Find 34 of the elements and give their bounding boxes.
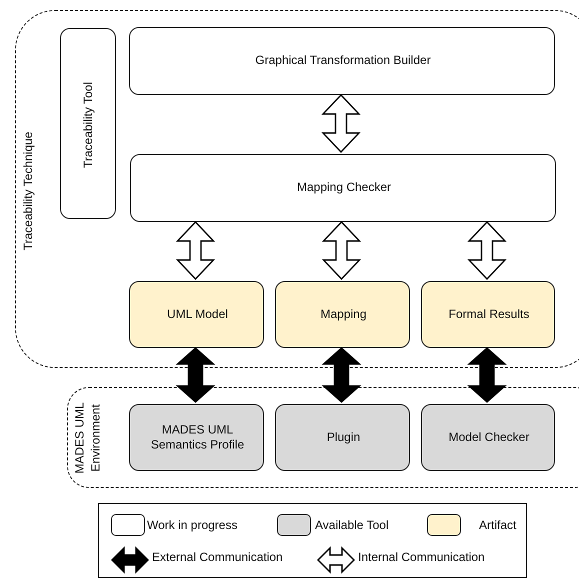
component-label: Traceability Tool [81,80,96,170]
component-label: Model Checker [448,430,530,446]
external-communication-arrow [467,347,507,403]
component-box [129,281,264,348]
external-communication-arrow [176,347,216,403]
component-box [129,404,264,471]
dashed-group-boundary [67,387,579,488]
internal-communication-arrow [176,220,216,280]
group-label: Traceability Technique [21,130,36,252]
component-label: Graphical Transformation Builder [254,53,432,69]
component-box [60,28,116,219]
legend-label: Internal Communication [358,550,485,564]
component-label: MADES UML Semantics Profile [150,422,246,454]
legend-label: External Communication [152,550,283,564]
legend-label: Artifact [479,518,516,532]
legend-label: Available Tool [315,518,389,532]
component-box [421,404,555,471]
component-label: Formal Results [448,306,530,322]
dashed-group-boundary [15,10,579,368]
external-communication-arrow [322,347,362,403]
component-label: Plugin [326,430,362,446]
component-box [129,27,555,95]
component-label: Mapping Checker [296,180,392,196]
component-box [275,281,410,348]
component-box [421,281,555,348]
internal-communication-arrow [321,94,361,154]
component-box [275,404,410,471]
component-label: UML Model [166,306,229,322]
legend-label: Work in progress [147,518,238,532]
internal-communication-arrow [322,220,362,280]
internal-communication-arrow [467,220,507,280]
component-box [130,154,556,222]
group-label: MADES UML Environment [72,401,103,476]
component-label: Mapping [319,306,368,322]
